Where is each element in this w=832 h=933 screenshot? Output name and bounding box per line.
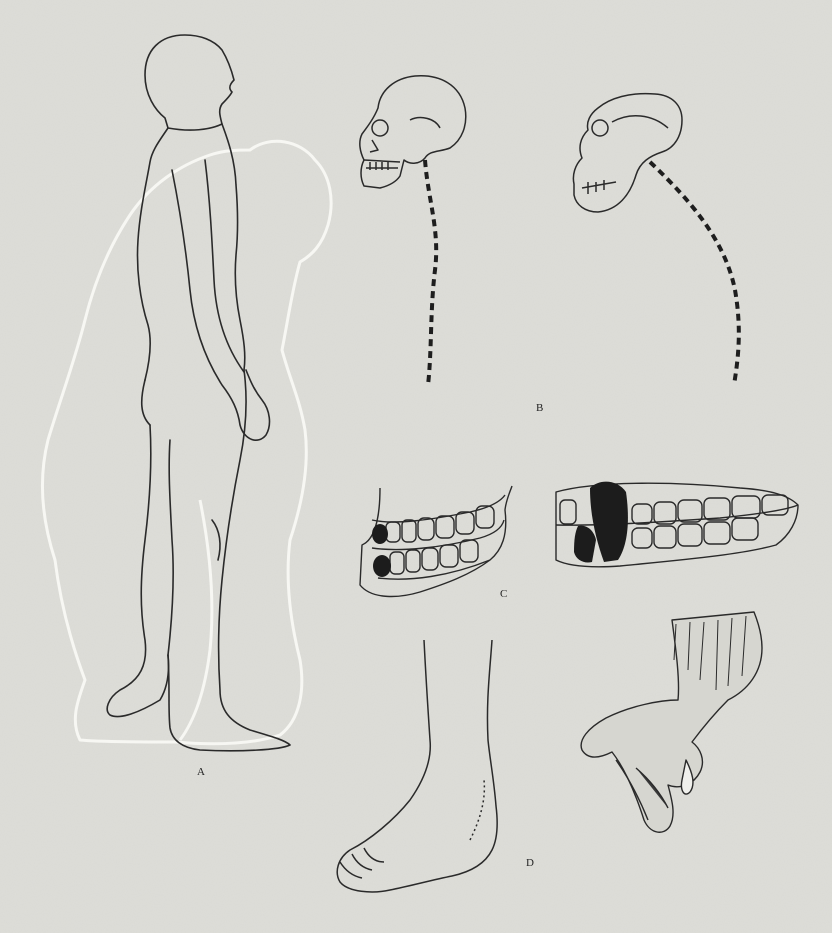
panel-label-d: D [526, 857, 534, 869]
panel-label-a: A [197, 766, 205, 778]
panel-label-c: C [500, 588, 508, 600]
panel-label-b: B [536, 402, 544, 414]
